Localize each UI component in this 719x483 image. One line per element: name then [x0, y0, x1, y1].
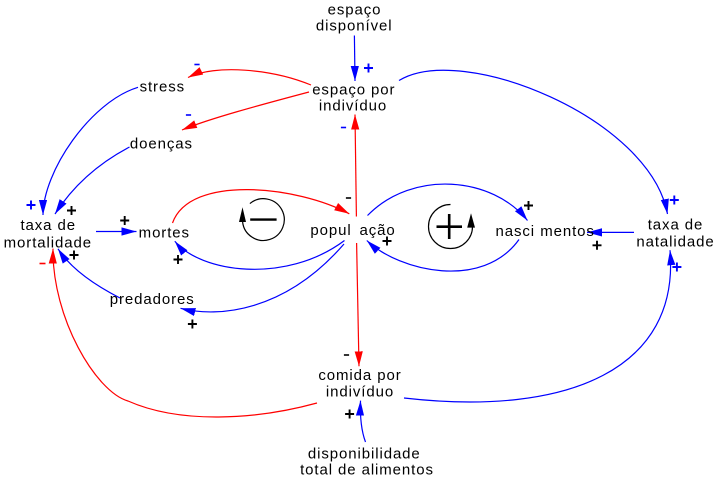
svg-text:mortes: mortes	[139, 225, 190, 242]
svg-text:mentos: mentos	[540, 223, 595, 240]
svg-text:espaço por: espaço por	[312, 81, 395, 98]
svg-text:disponível: disponível	[316, 18, 393, 35]
svg-text:predadores: predadores	[110, 291, 195, 308]
svg-text:natalidade: natalidade	[636, 234, 714, 251]
svg-text:doenças: doenças	[130, 136, 193, 153]
svg-text:nasci: nasci	[495, 223, 535, 240]
svg-text:stress: stress	[140, 79, 185, 96]
svg-text:disponibilidade: disponibilidade	[308, 445, 421, 462]
svg-text:indivíduo: indivíduo	[319, 98, 387, 115]
svg-text:ação: ação	[360, 222, 396, 239]
svg-text:mortalidade: mortalidade	[4, 234, 92, 251]
svg-text:indivíduo: indivíduo	[326, 384, 394, 401]
svg-text:espaço: espaço	[328, 1, 382, 18]
svg-text:comida por: comida por	[318, 367, 401, 384]
svg-text:total de alimentos: total de alimentos	[300, 462, 434, 479]
svg-text:taxa de: taxa de	[648, 216, 704, 233]
svg-text:taxa de: taxa de	[20, 217, 76, 234]
svg-text:popul: popul	[310, 222, 351, 239]
